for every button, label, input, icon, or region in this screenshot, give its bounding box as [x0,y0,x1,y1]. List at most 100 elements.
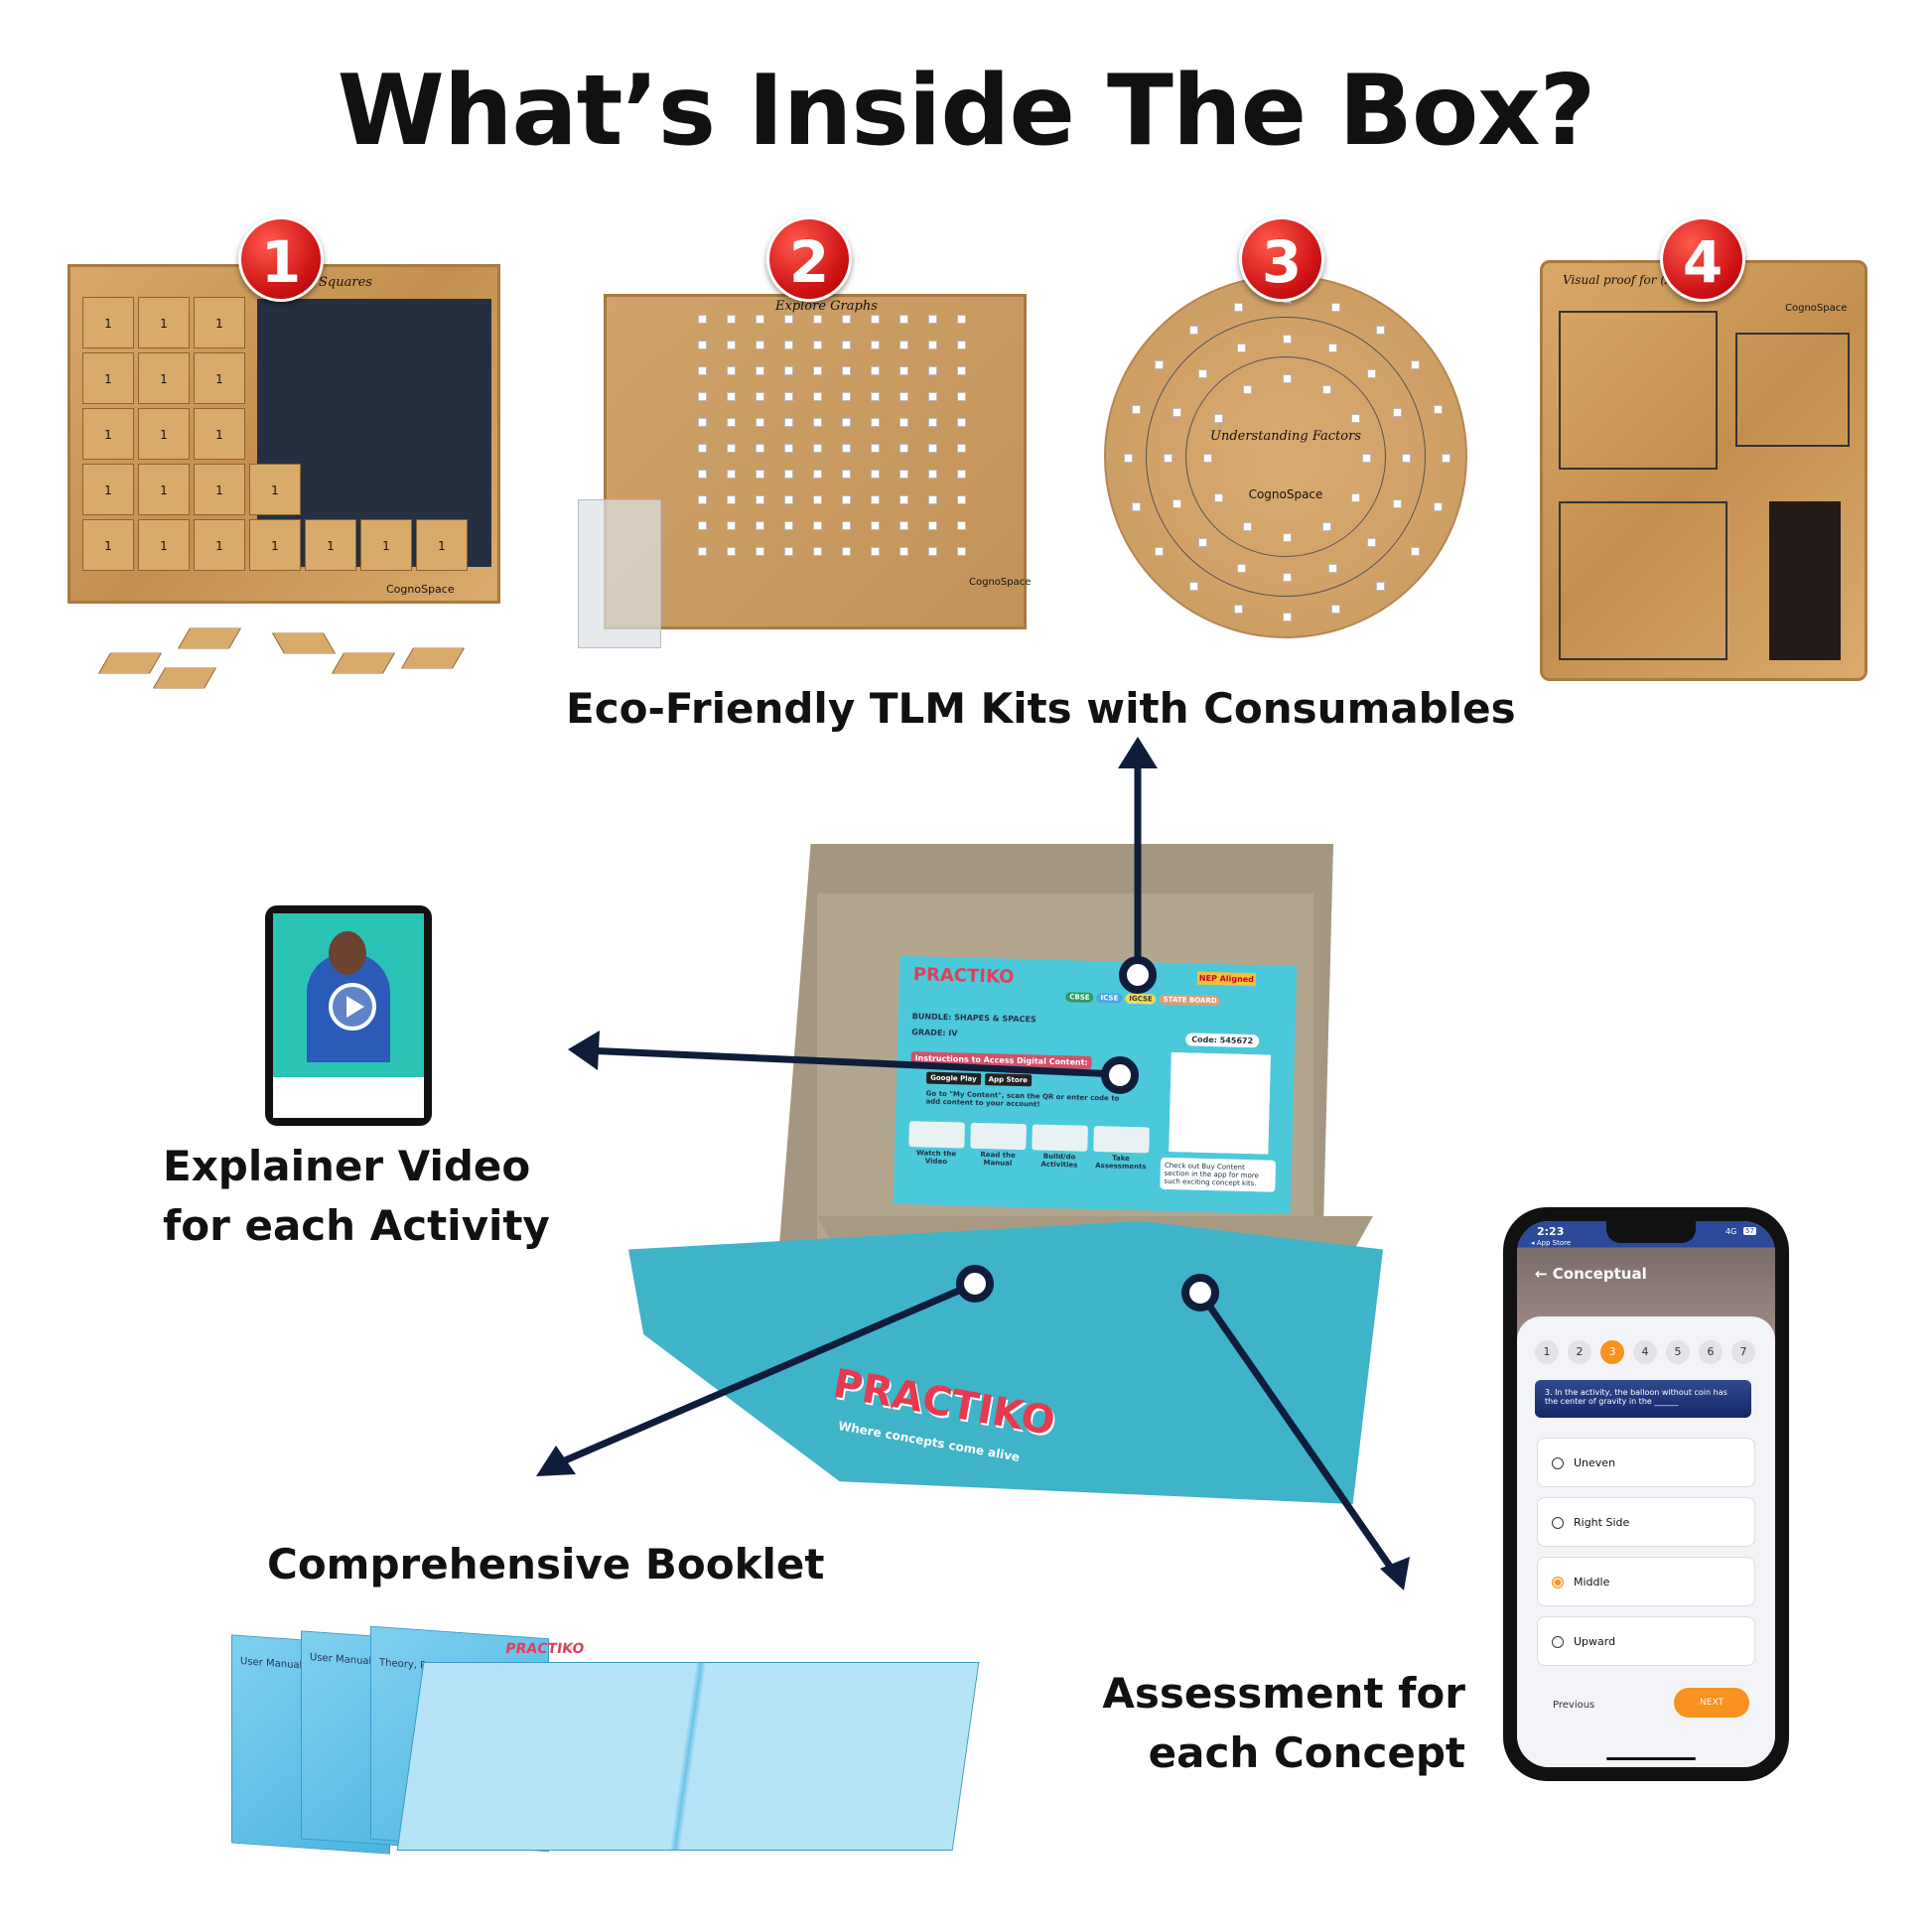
peg [756,495,764,504]
question-number[interactable]: 5 [1666,1340,1690,1364]
back-button[interactable]: ← Conceptual [1535,1265,1647,1283]
square-tile: 1 [249,519,301,571]
answer-option[interactable]: Uneven [1537,1438,1755,1487]
peg [1331,605,1341,615]
peg [1434,404,1444,414]
peg [1283,335,1292,344]
peg [698,418,707,427]
peg [784,366,793,375]
number-badge-1: 1 [238,216,324,302]
peg [871,470,880,479]
question-number[interactable]: 2 [1568,1340,1591,1364]
answer-option[interactable]: Middle [1537,1557,1755,1606]
peg [842,341,851,349]
peg [957,366,966,375]
peg [1331,302,1341,312]
peg [842,392,851,401]
square-tile: 1 [194,297,245,348]
square-tile: 1 [194,464,245,515]
peg [756,444,764,453]
answer-option[interactable]: Upward [1537,1616,1755,1666]
peg [1351,493,1361,502]
answer-option[interactable]: Right Side [1537,1497,1755,1547]
back-to-app-store[interactable]: ◂ App Store [1531,1239,1572,1247]
peg [871,315,880,324]
peg [1213,414,1223,423]
peg [756,341,764,349]
peg [899,418,908,427]
peg [1366,537,1376,547]
question-number[interactable]: 6 [1699,1340,1723,1364]
peg [871,366,880,375]
brand-logo: CognoSpace [386,583,455,596]
peg [899,366,908,375]
peg [1411,359,1421,369]
peg [957,470,966,479]
peg [842,418,851,427]
peg [899,341,908,349]
peg [784,341,793,349]
peg [698,392,707,401]
square-tile: 1 [82,464,134,515]
peg [1154,359,1164,369]
peg [842,366,851,375]
peg [1243,522,1252,532]
peg [842,547,851,556]
tablet-video[interactable] [265,905,432,1126]
board-title: Understanding Factors [1210,429,1361,444]
square-tile: 1 [138,519,190,571]
peg [1124,454,1133,463]
peg [899,444,908,453]
peg [928,418,937,427]
peg [1243,384,1252,394]
pointer-dot [1181,1274,1219,1311]
radio-icon[interactable] [1552,1577,1564,1588]
previous-button[interactable]: Previous [1553,1700,1595,1711]
peg [842,495,851,504]
peg [1213,493,1223,502]
peg [698,444,707,453]
peg [756,547,764,556]
radio-icon[interactable] [1552,1636,1564,1648]
peg [928,470,937,479]
peg [1173,408,1182,418]
peg [1392,408,1402,418]
peg [1434,502,1444,512]
peg [842,470,851,479]
option-label: Uneven [1574,1456,1616,1469]
peg [784,418,793,427]
peg [899,470,908,479]
peg [1376,582,1386,592]
option-label: Middle [1574,1576,1610,1588]
pointer-dot [1119,956,1157,994]
radio-icon[interactable] [1552,1457,1564,1469]
screen-title: Conceptual [1552,1265,1647,1283]
play-icon[interactable] [329,983,376,1031]
peg [727,392,736,401]
square-tile: 1 [82,408,134,460]
question-number[interactable]: 3 [1600,1340,1624,1364]
next-button[interactable]: NEXT [1674,1688,1749,1718]
peg [1198,369,1208,379]
peg [727,366,736,375]
square-tile: 1 [82,519,134,571]
question-text: 3. In the activity, the balloon without … [1535,1380,1751,1418]
peg [928,444,937,453]
peg [756,392,764,401]
number-badge-3: 3 [1239,216,1324,302]
question-number[interactable]: 7 [1731,1340,1755,1364]
radio-icon[interactable] [1552,1517,1564,1529]
square-tile: 1 [305,519,356,571]
peg [957,547,966,556]
arrow-to-video [582,1046,1122,1078]
question-number[interactable]: 1 [1535,1340,1559,1364]
square-tile: 1 [360,519,412,571]
arrow-to-assessment [1196,1289,1399,1578]
peg [871,341,880,349]
video-caption: Explainer Video for each Activity [163,1137,550,1256]
question-number[interactable]: 4 [1633,1340,1657,1364]
booklet-caption: Comprehensive Booklet [267,1540,825,1588]
assessment-caption-line1: Assessment for [1102,1669,1465,1718]
